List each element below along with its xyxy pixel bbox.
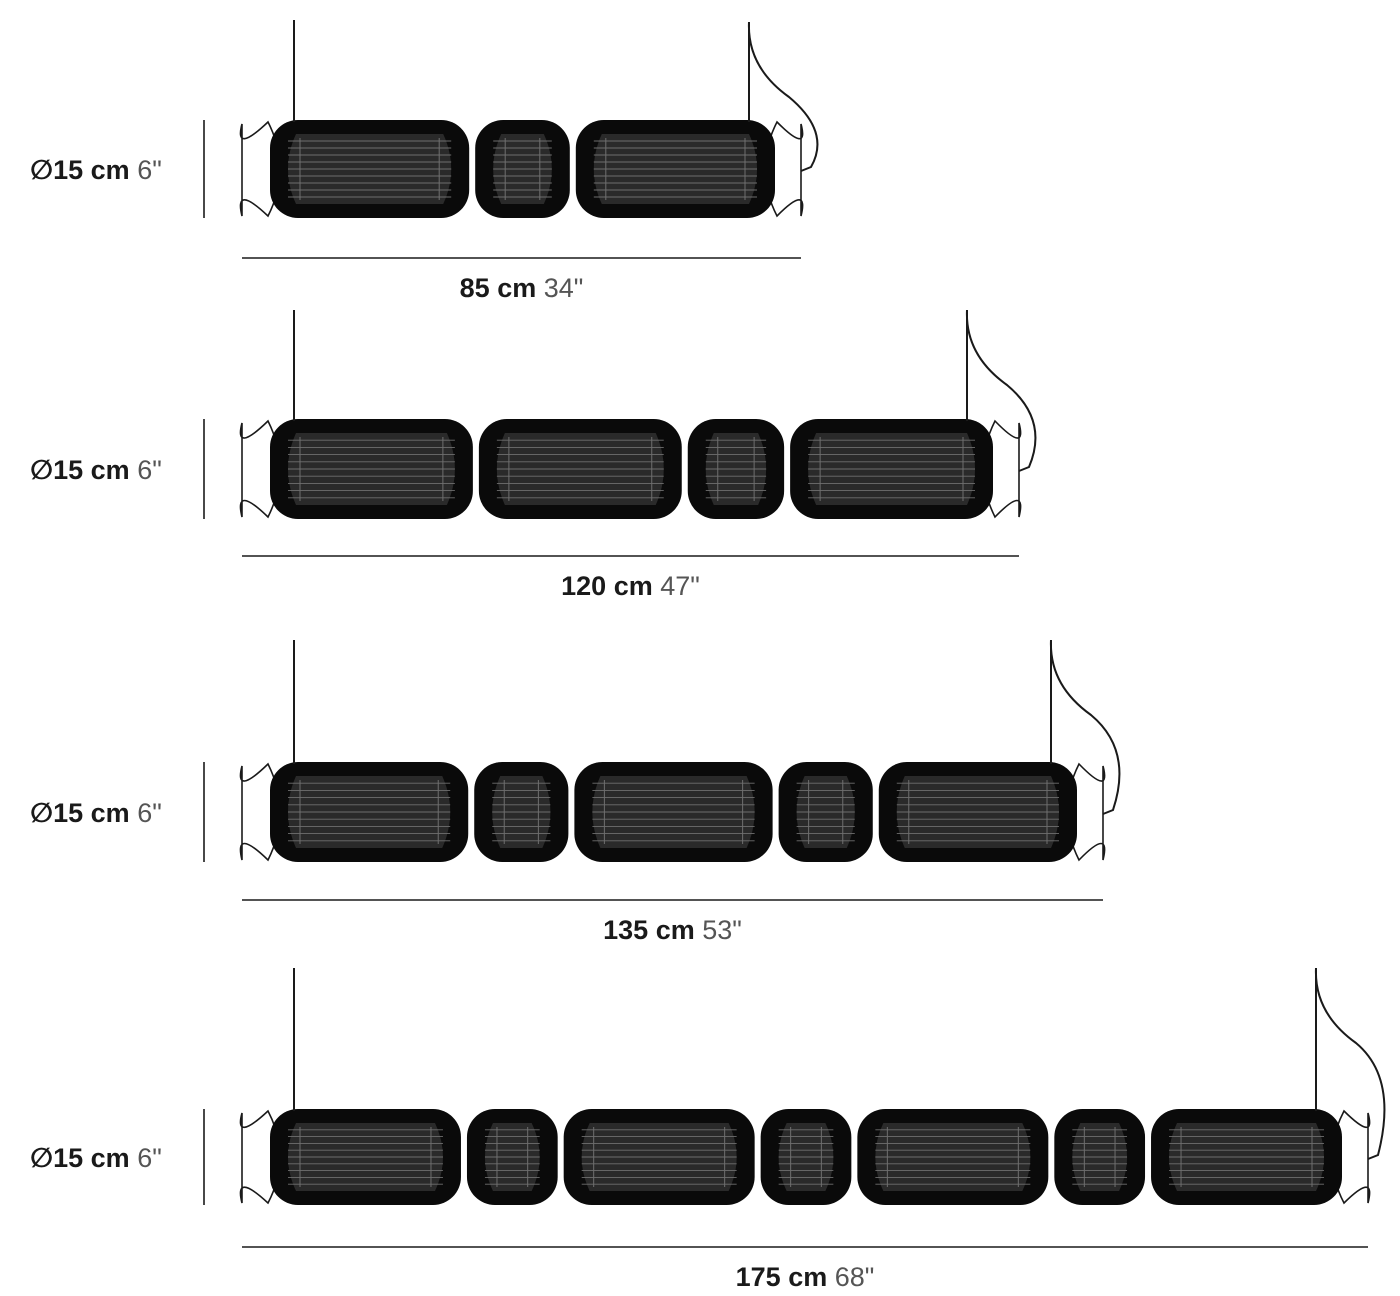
diameter-symbol: ∅ <box>30 155 53 185</box>
power-cable <box>1049 639 1121 815</box>
diameter-metric: 15 cm <box>53 798 137 828</box>
length-imperial: 68" <box>835 1262 875 1292</box>
short-module <box>475 120 570 218</box>
diameter-metric: 15 cm <box>53 155 137 185</box>
diameter-imperial: 6" <box>137 798 162 828</box>
short-module <box>760 1109 852 1205</box>
power-cable <box>747 21 819 172</box>
variant-175: ∅15 cm 6" 175 cm 68" <box>30 967 1386 1292</box>
long-module <box>270 419 473 519</box>
long-module <box>478 419 682 519</box>
long-module <box>1151 1109 1342 1205</box>
length-imperial: 47" <box>660 571 700 601</box>
length-metric: 85 cm <box>460 273 544 303</box>
variant-120: ∅15 cm 6" 120 cm 47" <box>30 309 1037 601</box>
diameter-label: ∅15 cm 6" <box>30 455 162 485</box>
diameter-symbol: ∅ <box>30 798 53 828</box>
long-module <box>270 762 469 862</box>
length-metric: 120 cm <box>561 571 660 601</box>
length-metric: 175 cm <box>736 1262 835 1292</box>
long-module <box>878 762 1077 862</box>
diameter-symbol: ∅ <box>30 1143 53 1173</box>
length-imperial: 34" <box>544 273 584 303</box>
short-module <box>466 1109 558 1205</box>
length-metric: 135 cm <box>603 915 702 945</box>
power-cable <box>1314 967 1386 1160</box>
diameter-label: ∅15 cm 6" <box>30 155 162 185</box>
length-label: 175 cm 68" <box>736 1262 875 1292</box>
short-module <box>778 762 873 862</box>
length-label: 85 cm 34" <box>460 273 584 303</box>
length-label: 135 cm 53" <box>603 915 742 945</box>
diameter-label: ∅15 cm 6" <box>30 1143 162 1173</box>
short-module <box>687 419 785 519</box>
long-module <box>575 120 775 218</box>
long-module <box>270 120 470 218</box>
long-module <box>574 762 773 862</box>
long-module <box>857 1109 1049 1205</box>
long-module <box>563 1109 755 1205</box>
diameter-imperial: 6" <box>137 455 162 485</box>
power-cable <box>965 309 1037 472</box>
variant-135: ∅15 cm 6" 135 cm 53" <box>30 639 1121 945</box>
diameter-symbol: ∅ <box>30 455 53 485</box>
diameter-imperial: 6" <box>137 155 162 185</box>
diameter-metric: 15 cm <box>53 1143 137 1173</box>
diameter-label: ∅15 cm 6" <box>30 798 162 828</box>
diameter-imperial: 6" <box>137 1143 162 1173</box>
long-module <box>270 1109 461 1205</box>
length-imperial: 53" <box>702 915 742 945</box>
length-label: 120 cm 47" <box>561 571 700 601</box>
short-module <box>1054 1109 1146 1205</box>
diameter-metric: 15 cm <box>53 455 137 485</box>
long-module <box>790 419 993 519</box>
short-module <box>474 762 569 862</box>
variant-85: ∅15 cm 6" 85 cm 34" <box>30 20 819 303</box>
